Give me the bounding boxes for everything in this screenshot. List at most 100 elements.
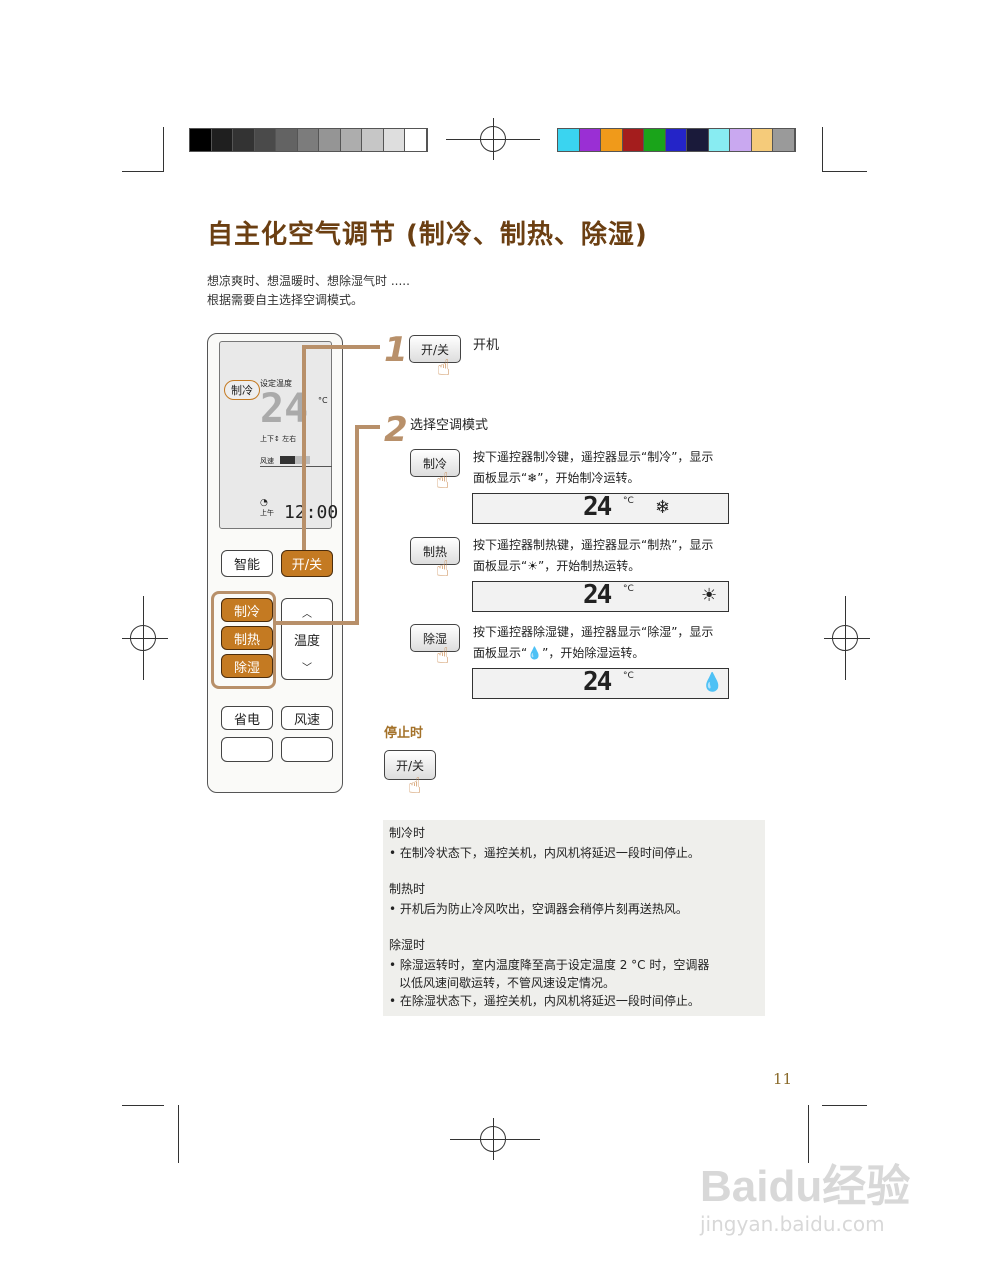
crop-mark [122, 171, 164, 172]
mode-highlight-frame [211, 591, 276, 689]
registration-mark [130, 625, 156, 651]
lcd-set-temp-label: 设定温度 [260, 379, 292, 388]
lcd-fan-label: 风速 [260, 457, 274, 465]
panel-mode-icon: 💧 [701, 672, 724, 693]
lcd-swing: 上下↕ 左右 [260, 435, 297, 443]
crop-mark [822, 171, 867, 172]
color-swatch [276, 129, 298, 151]
mode-button-1[interactable]: 制热 [410, 537, 460, 565]
hand-pointer-icon: ☝ [436, 469, 450, 494]
lcd-mode: 制冷 [224, 380, 260, 400]
color-swatch [233, 129, 255, 151]
watermark-logo: Baidu经验 [700, 1162, 911, 1211]
panel-unit: °C [623, 584, 634, 594]
color-swatch [319, 129, 341, 151]
mode-icon: 💧 [527, 646, 543, 660]
mode-desc-line2: 面板显示“💧”，开始除湿运转。 [473, 643, 644, 664]
panel-unit: °C [623, 496, 634, 506]
remote-blank-button[interactable] [281, 737, 333, 762]
temp-label: 温度 [293, 633, 320, 649]
lcd-divider [260, 466, 332, 467]
remote-cool-button[interactable]: 制冷 [221, 598, 273, 622]
arrow-up-icon: ︿ [302, 608, 312, 620]
crop-mark [163, 127, 164, 172]
mode-desc-prefix: 面板显示“ [473, 471, 528, 485]
color-swatch [751, 129, 773, 151]
lcd-unit: °C [318, 396, 328, 405]
crop-mark [822, 127, 823, 172]
color-swatch [708, 129, 730, 151]
remote-blank-button[interactable] [221, 737, 273, 762]
display-panel: 24 °C 💧 [472, 667, 729, 699]
remote-power-button[interactable]: 开/关 [281, 550, 333, 577]
hand-pointer-icon: ☝ [437, 356, 451, 381]
remote-eco-button[interactable]: 省电 [221, 706, 273, 730]
lcd-fan-bars [280, 456, 310, 464]
page-title: 自主化空气调节 (制冷、制热、除湿) [207, 220, 648, 250]
mode-desc-line1: 按下遥控器制热键，遥控器显示“制热”，显示 [473, 538, 714, 552]
mode-desc-line1: 按下遥控器除湿键，遥控器显示“除湿”，显示 [473, 625, 714, 639]
color-swatch [773, 129, 795, 151]
color-swatch [254, 129, 276, 151]
note-heat-1: • 开机后为防止冷风吹出，空调器会稍停片刻再送热风。 [389, 902, 688, 916]
registration-mark [832, 625, 858, 651]
hand-pointer-icon: ☝ [408, 774, 422, 799]
color-swatch [601, 129, 623, 151]
color-swatch [190, 129, 212, 151]
crop-mark [178, 1105, 179, 1163]
mode-desc-line1: 按下遥控器制冷键，遥控器显示“制冷”，显示 [473, 450, 714, 464]
mode-button-2[interactable]: 除湿 [410, 624, 460, 652]
color-swatch [730, 129, 752, 151]
registration-mark [480, 1126, 506, 1152]
color-swatch [622, 129, 644, 151]
display-panel: 24 °C ❄ [472, 492, 729, 524]
remote-smart-button[interactable]: 智能 [221, 550, 273, 577]
note-dry-3: • 在除湿状态下，遥控关机，内风机将延迟一段时间停止。 [389, 994, 700, 1008]
color-bar [557, 128, 796, 152]
remote-temp-rocker[interactable]: ︿ 温度 ﹀ [281, 598, 333, 680]
panel-unit: °C [623, 671, 634, 681]
mode-desc-prefix: 面板显示“ [473, 559, 528, 573]
mode-button-0[interactable]: 制冷 [410, 449, 460, 477]
remote-heat-button[interactable]: 制热 [221, 626, 273, 650]
step-1-number: 1 [384, 330, 408, 370]
connector-line [355, 425, 359, 625]
mode-desc-suffix: ”，开始制冷运转。 [537, 471, 640, 485]
connector-line [273, 621, 359, 625]
crop-mark [822, 1105, 867, 1106]
color-swatch [687, 129, 709, 151]
color-swatch [405, 129, 427, 151]
step-1-power-button[interactable]: 开/关 [409, 335, 461, 363]
stop-heading: 停止时 [384, 726, 424, 741]
stop-power-button[interactable]: 开/关 [384, 750, 436, 780]
color-swatch [579, 129, 601, 151]
registration-mark [480, 126, 506, 152]
display-panel: 24 °C ☀ [472, 580, 729, 612]
step-2-number: 2 [384, 410, 408, 450]
note-cool-1: • 在制冷状态下，遥控关机，内风机将延迟一段时间停止。 [389, 846, 700, 860]
remote-fan-button[interactable]: 风速 [281, 706, 333, 730]
note-dry-heading: 除湿时 [389, 938, 426, 952]
grayscale-bar [189, 128, 428, 152]
mode-desc-prefix: 面板显示“ [473, 646, 528, 660]
note-cool-heading: 制冷时 [389, 826, 426, 840]
crop-mark [122, 1105, 164, 1106]
lcd-time-label: 上午 [260, 509, 274, 517]
connector-line [355, 425, 380, 429]
intro-line-1: 想凉爽时、想温暖时、想除湿气时 ..... [207, 274, 410, 288]
panel-temp: 24 [583, 667, 612, 697]
connector-line [302, 345, 380, 349]
color-swatch [340, 129, 362, 151]
mode-icon: ☀ [527, 559, 538, 573]
color-swatch [558, 129, 580, 151]
note-heat-heading: 制热时 [389, 882, 426, 896]
mode-desc-line2: 面板显示“☀”，开始制热运转。 [473, 556, 640, 577]
arrow-down-icon: ﹀ [302, 662, 312, 674]
mode-desc-suffix: ”，开始制热运转。 [537, 559, 641, 573]
watermark-url: jingyan.baidu.com [700, 1212, 885, 1236]
clock-icon: ◔ [260, 498, 268, 508]
note-dry-1: • 除湿运转时，室内温度降至高于设定温度 2 °C 时，空调器 [389, 958, 710, 972]
step-2-text: 选择空调模式 [410, 418, 489, 433]
mode-icon: ❄ [527, 471, 538, 485]
remote-dry-button[interactable]: 除湿 [221, 654, 273, 678]
